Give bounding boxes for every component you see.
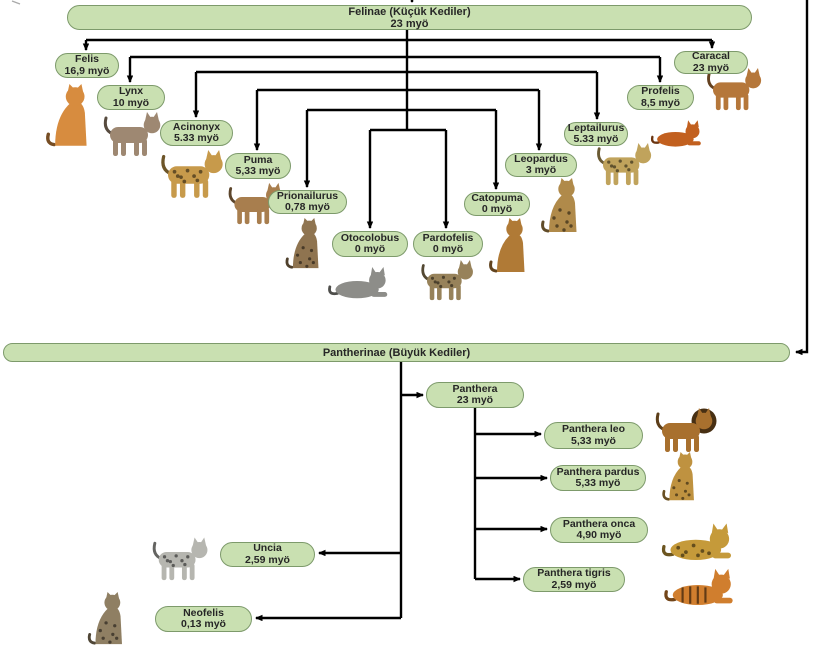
felinae-banner-label: Felinae (Küçük Kediler) (348, 5, 471, 18)
asian-golden-cat-image (489, 218, 525, 273)
node-panthera-pardus: Panthera pardus 5,33 myö (550, 465, 646, 491)
node-name-label: Pardofelis (422, 231, 474, 244)
ocelot-image (541, 178, 577, 233)
node-acinonyx: Acinonyx 5.33 myö (160, 120, 233, 146)
node-prionailurus: Prionailurus 0,78 myö (268, 190, 347, 214)
node-neofelis: Neofelis 0,13 myö (155, 606, 252, 632)
felinae-banner-age: 23 myö (390, 17, 429, 30)
node-age-label: 2,59 myö (245, 553, 290, 566)
snow-leopard-image (152, 537, 208, 581)
node-name-label: Profelis (641, 85, 680, 97)
node-felis: Felis 16,9 myö (55, 53, 119, 78)
node-leopardus: Leopardus 3 myö (505, 153, 577, 177)
jaguar-image (661, 523, 731, 561)
node-name-label: Panthera (452, 382, 498, 395)
node-age-label: 5,33 myö (575, 477, 621, 489)
node-age-label: 23 myö (692, 61, 730, 74)
node-age-label: 0 myö (432, 243, 464, 255)
node-name-label: Uncia (253, 542, 282, 554)
pantherinae-banner-label: Pantherinae (Büyük Kediler) (322, 346, 471, 359)
node-pardofelis: Pardofelis 0 myö (413, 231, 483, 257)
node-name-label: Acinonyx (172, 120, 221, 133)
node-name-label: Neofelis (183, 606, 224, 619)
node-age-label: 3 myö (525, 164, 557, 176)
leopard-cat-image (285, 218, 319, 269)
connector (795, 0, 809, 356)
node-name-label: Caracal (692, 50, 730, 62)
pallas-cat-image (328, 267, 388, 299)
node-name-label: Felis (75, 53, 99, 65)
node-age-label: 4,90 myö (576, 529, 622, 541)
node-name-label: Lynx (118, 85, 144, 97)
node-name-label: Leopardus (514, 152, 568, 165)
clouded-leopard-image (87, 592, 122, 645)
node-name-label: Catopuma (471, 191, 523, 204)
node-age-label: 0,13 myö (181, 618, 226, 630)
cheetah-image (161, 150, 223, 198)
lion-image (655, 408, 717, 452)
node-age-label: 8,5 myö (640, 96, 681, 109)
node-profelis: Profelis 8,5 myö (627, 85, 694, 110)
node-panthera-tigris: Panthera tigris 2,59 myö (523, 567, 625, 592)
node-uncia: Uncia 2,59 myö (220, 542, 315, 567)
node-age-label: 10 myö (112, 96, 150, 109)
node-age-label: 2,59 myö (551, 578, 597, 591)
node-panthera-onca: Panthera onca 4,90 myö (550, 517, 648, 543)
serval-image (597, 143, 652, 186)
node-age-label: 0,78 myö (285, 201, 330, 213)
node-name-label: Panthera leo (561, 423, 626, 435)
node-name-label: Otocolobus (340, 231, 400, 244)
node-age-label: 16,9 myö (64, 64, 110, 77)
node-name-label: Puma (243, 153, 273, 166)
node-otocolobus: Otocolobus 0 myö (332, 231, 408, 257)
marbled-cat-image (421, 260, 473, 301)
node-catopuma: Catopuma 0 myö (464, 192, 530, 216)
node-panthera-leo: Panthera leo 5,33 myö (544, 422, 643, 449)
node-panthera: Panthera 23 myö (426, 382, 524, 408)
node-name-label: Panthera pardus (556, 465, 640, 478)
node-puma: Puma 5,33 myö (225, 153, 291, 179)
node-age-label: 5.33 myö (174, 132, 219, 144)
node-name-label: Leptailurus (567, 121, 625, 134)
pantherinae-banner: Pantherinae (Büyük Kediler) (3, 343, 790, 362)
node-age-label: 0 myö (481, 203, 513, 215)
node-age-label: 0 myö (354, 243, 386, 255)
node-name-label: Prionailurus (276, 189, 339, 202)
domestic-cat-image (46, 84, 87, 147)
felinae-banner: Felinae (Küçük Kediler) 23 myö (67, 5, 752, 30)
node-age-label: 5,33 myö (235, 165, 281, 177)
node-name-label: Panthera tigris (537, 567, 611, 579)
node-caracal: Caracal 23 myö (674, 50, 748, 74)
node-age-label: 23 myö (456, 394, 494, 406)
node-age-label: 5.33 myö (573, 133, 619, 145)
leopard-image (662, 452, 694, 501)
node-name-label: Panthera onca (562, 517, 636, 530)
node-age-label: 5,33 myö (571, 434, 616, 447)
lynx-image (103, 112, 161, 156)
african-golden-cat-image (650, 120, 701, 147)
caracal-image (707, 68, 762, 111)
node-leptailurus: Leptailurus 5.33 myö (564, 122, 628, 146)
node-lynx: Lynx 10 myö (97, 85, 165, 110)
tiger-image (664, 568, 733, 606)
corner-artifact (11, 0, 21, 5)
